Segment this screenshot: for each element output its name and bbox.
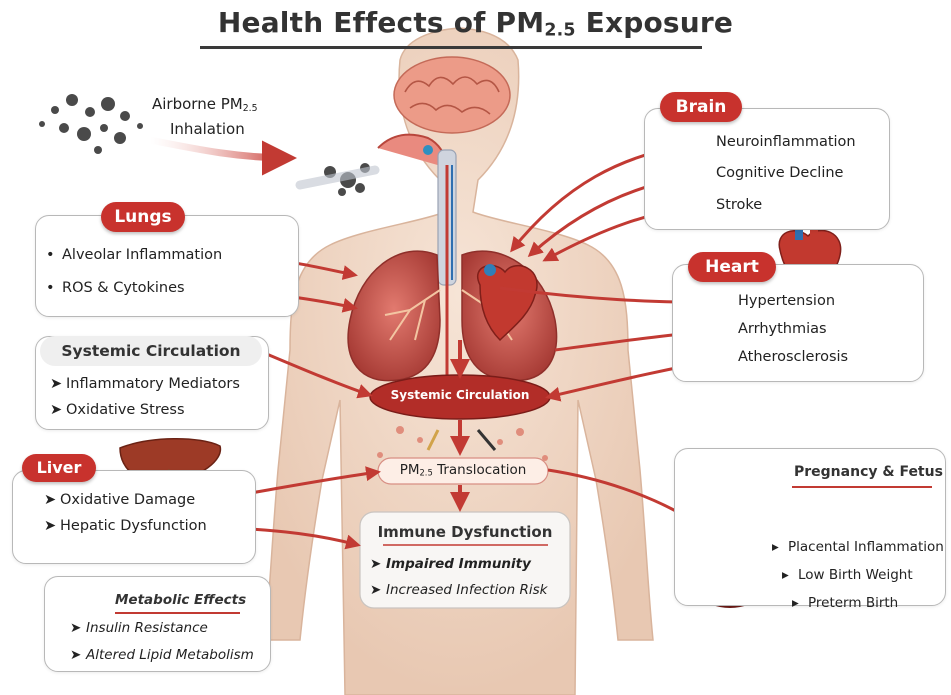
liver-item: ➤Oxidative Damage: [44, 492, 195, 508]
pregnancy-item: ▸Preterm Birth: [792, 595, 898, 611]
immune-item: ➤Increased Infection Risk: [370, 582, 547, 598]
heart-item: Arrhythmias: [738, 321, 827, 337]
systemic-item: ➤Inflammatory Mediators: [50, 376, 240, 392]
pregnancy-item: ▸Low Birth Weight: [782, 567, 913, 583]
heart-label: Heart: [688, 252, 776, 282]
brain-icon: [394, 57, 510, 133]
liver-item: ➤Hepatic Dysfunction: [44, 518, 207, 534]
liver-box: [12, 470, 256, 564]
lungs-item: •Alveolar Inflammation: [46, 247, 222, 263]
center-systemic-label: Systemic Circulation: [370, 388, 550, 402]
brain-label: Brain: [660, 92, 742, 122]
lungs-item: •ROS & Cytokines: [46, 280, 185, 296]
page-title: Health Effects of PM2.5 Exposure: [0, 6, 951, 40]
metabolic-underline: [115, 612, 240, 614]
liver-label: Liver: [22, 454, 96, 482]
brain-item: Stroke: [716, 197, 762, 213]
immune-item: ➤Impaired Immunity: [370, 556, 531, 572]
metabolic-item: ➤Altered Lipid Metabolism: [70, 647, 254, 663]
lungs-label: Lungs: [101, 202, 185, 232]
pregnancy-item: ▸Placental Inflammation: [772, 539, 944, 555]
translocation-label: PM2.5 Translocation: [378, 462, 548, 478]
title-underline: [200, 46, 702, 49]
pregnancy-label: Pregnancy & Fetus: [794, 464, 943, 480]
heart-item: Hypertension: [738, 293, 835, 309]
brain-item: Neuroinflammation: [716, 134, 856, 150]
heart-item: Atherosclerosis: [738, 349, 848, 365]
immune-label: Immune Dysfunction: [360, 523, 570, 541]
brain-item: Cognitive Decline: [716, 165, 843, 181]
metabolic-label: Metabolic Effects: [115, 592, 246, 608]
pregnancy-underline: [792, 486, 932, 488]
systemic-item: ➤Oxidative Stress: [50, 402, 185, 418]
metabolic-item: ➤Insulin Resistance: [70, 620, 208, 636]
airborne-label: Airborne PM2.5 Inhalation: [152, 94, 258, 139]
systemic-box-label: Systemic Circulation: [40, 336, 262, 366]
inhalation-arrow: [150, 140, 290, 158]
